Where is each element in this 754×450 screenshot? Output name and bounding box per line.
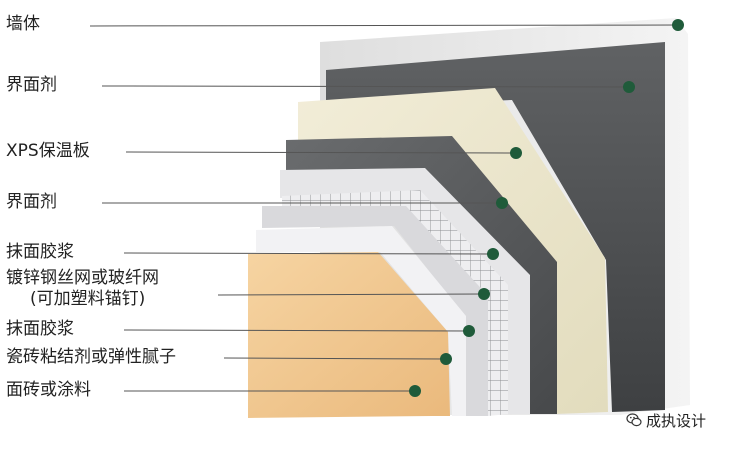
layer-plaster-1 — [280, 168, 530, 414]
label-interface-1: 界面剂 — [6, 75, 57, 95]
dot-tile-finish — [409, 385, 421, 397]
label-tile-finish: 面砖或涂料 — [6, 380, 91, 400]
layer-mesh — [282, 190, 508, 416]
dot-interface-1 — [623, 81, 635, 93]
leader-line-mesh — [217, 293, 485, 296]
layer-interface-1 — [326, 42, 665, 412]
dot-mesh — [478, 288, 490, 300]
label-xps-board: XPS保温板 — [6, 141, 90, 161]
layer-interface-2 — [286, 136, 557, 414]
layer-tile-finish — [248, 252, 450, 418]
dot-plaster-1 — [487, 248, 499, 260]
leader-lines — [89, 24, 679, 392]
leader-line-interface-1 — [101, 85, 630, 88]
layer-xps — [298, 88, 608, 414]
dot-wall — [672, 19, 684, 31]
label-plaster-1: 抹面胶浆 — [6, 242, 74, 262]
dot-interface-2 — [496, 197, 508, 209]
label-plaster-2: 抹面胶浆 — [6, 319, 74, 339]
wechat-icon — [626, 413, 642, 427]
leader-line-wall — [89, 24, 679, 27]
label-mesh-line1: 镀锌钢丝网或玻纤网 — [6, 268, 159, 288]
label-wall: 墙体 — [6, 14, 40, 34]
leader-line-tile-adhesive — [223, 357, 447, 360]
label-tile-adhesive: 瓷砖粘结剂或弹性腻子 — [6, 347, 176, 367]
label-mesh-line2: (可加塑料锚钉) — [30, 289, 146, 309]
layer-plaster-2 — [262, 206, 488, 416]
dot-tile-adhesive — [440, 353, 452, 365]
leader-line-plaster-2 — [123, 329, 470, 332]
leader-line-xps — [125, 151, 517, 154]
brand-name: 成执设计 — [646, 412, 707, 430]
dot-plaster-2 — [463, 325, 475, 337]
leader-line-plaster-1 — [123, 252, 494, 255]
dot-xps — [510, 147, 522, 159]
marker-dots — [409, 19, 684, 397]
layer-tile-adhesive — [256, 226, 466, 416]
label-interface-2: 界面剂 — [6, 192, 57, 212]
